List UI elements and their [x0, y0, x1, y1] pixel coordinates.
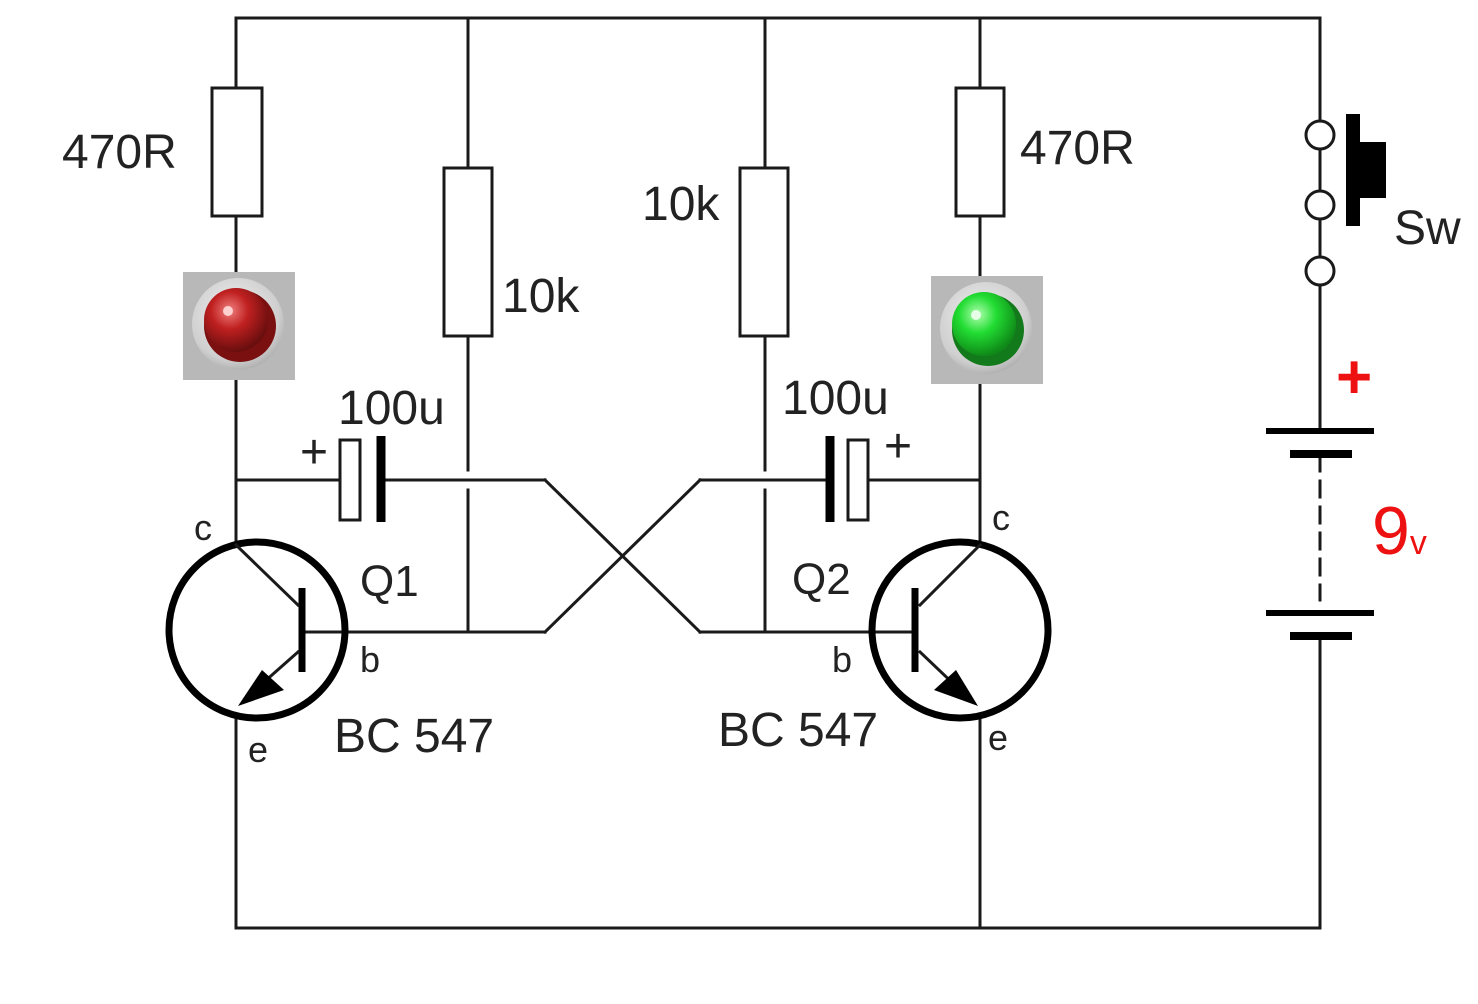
q1-name: Q1 — [360, 557, 419, 606]
resistor-r2: 10k — [442, 166, 580, 338]
capacitor-c2-label: 100u — [782, 372, 889, 425]
capacitor-c1: 100u + — [300, 382, 445, 522]
q2-emitter-label: e — [988, 717, 1008, 758]
q1-emitter-label: e — [248, 729, 268, 770]
red-led-icon — [183, 272, 295, 380]
push-button-switch-icon: Sw — [1304, 114, 1461, 287]
capacitor-c2-polarity: + — [884, 420, 912, 473]
battery-plus-sign: + — [1336, 343, 1372, 412]
q1-part-number: BC 547 — [334, 710, 494, 763]
battery-voltage-value: 9 — [1372, 493, 1410, 569]
wiring — [234, 16, 1322, 930]
battery-voltage-label: 9v — [1372, 493, 1427, 569]
q1-collector-label: c — [194, 507, 212, 548]
q2-part-number: BC 547 — [718, 704, 878, 757]
green-led-icon — [931, 276, 1043, 384]
transistor-q2: c b e Q2 BC 547 — [718, 497, 1052, 758]
battery-voltage-unit: v — [1410, 524, 1427, 562]
transistor-q1: c b e Q1 BC 547 — [165, 507, 494, 770]
q2-collector-label: c — [992, 497, 1010, 538]
switch-label: Sw — [1394, 202, 1461, 255]
capacitor-c1-label: 100u — [338, 382, 445, 435]
resistor-r3: 10k — [642, 166, 790, 338]
resistor-r1: 470R — [62, 86, 264, 218]
resistor-r4: 470R — [954, 86, 1135, 218]
resistor-r2-label: 10k — [502, 270, 580, 323]
q1-base-label: b — [360, 639, 380, 680]
capacitor-c2: 100u + — [782, 372, 912, 522]
resistor-r3-label: 10k — [642, 178, 720, 231]
q2-name: Q2 — [792, 555, 851, 604]
resistor-r1-label: 470R — [62, 126, 177, 179]
capacitor-c1-polarity: + — [300, 426, 328, 479]
q2-base-label: b — [832, 639, 852, 680]
resistor-r4-label: 470R — [1020, 122, 1135, 175]
battery-icon: + 9v — [1266, 343, 1427, 640]
